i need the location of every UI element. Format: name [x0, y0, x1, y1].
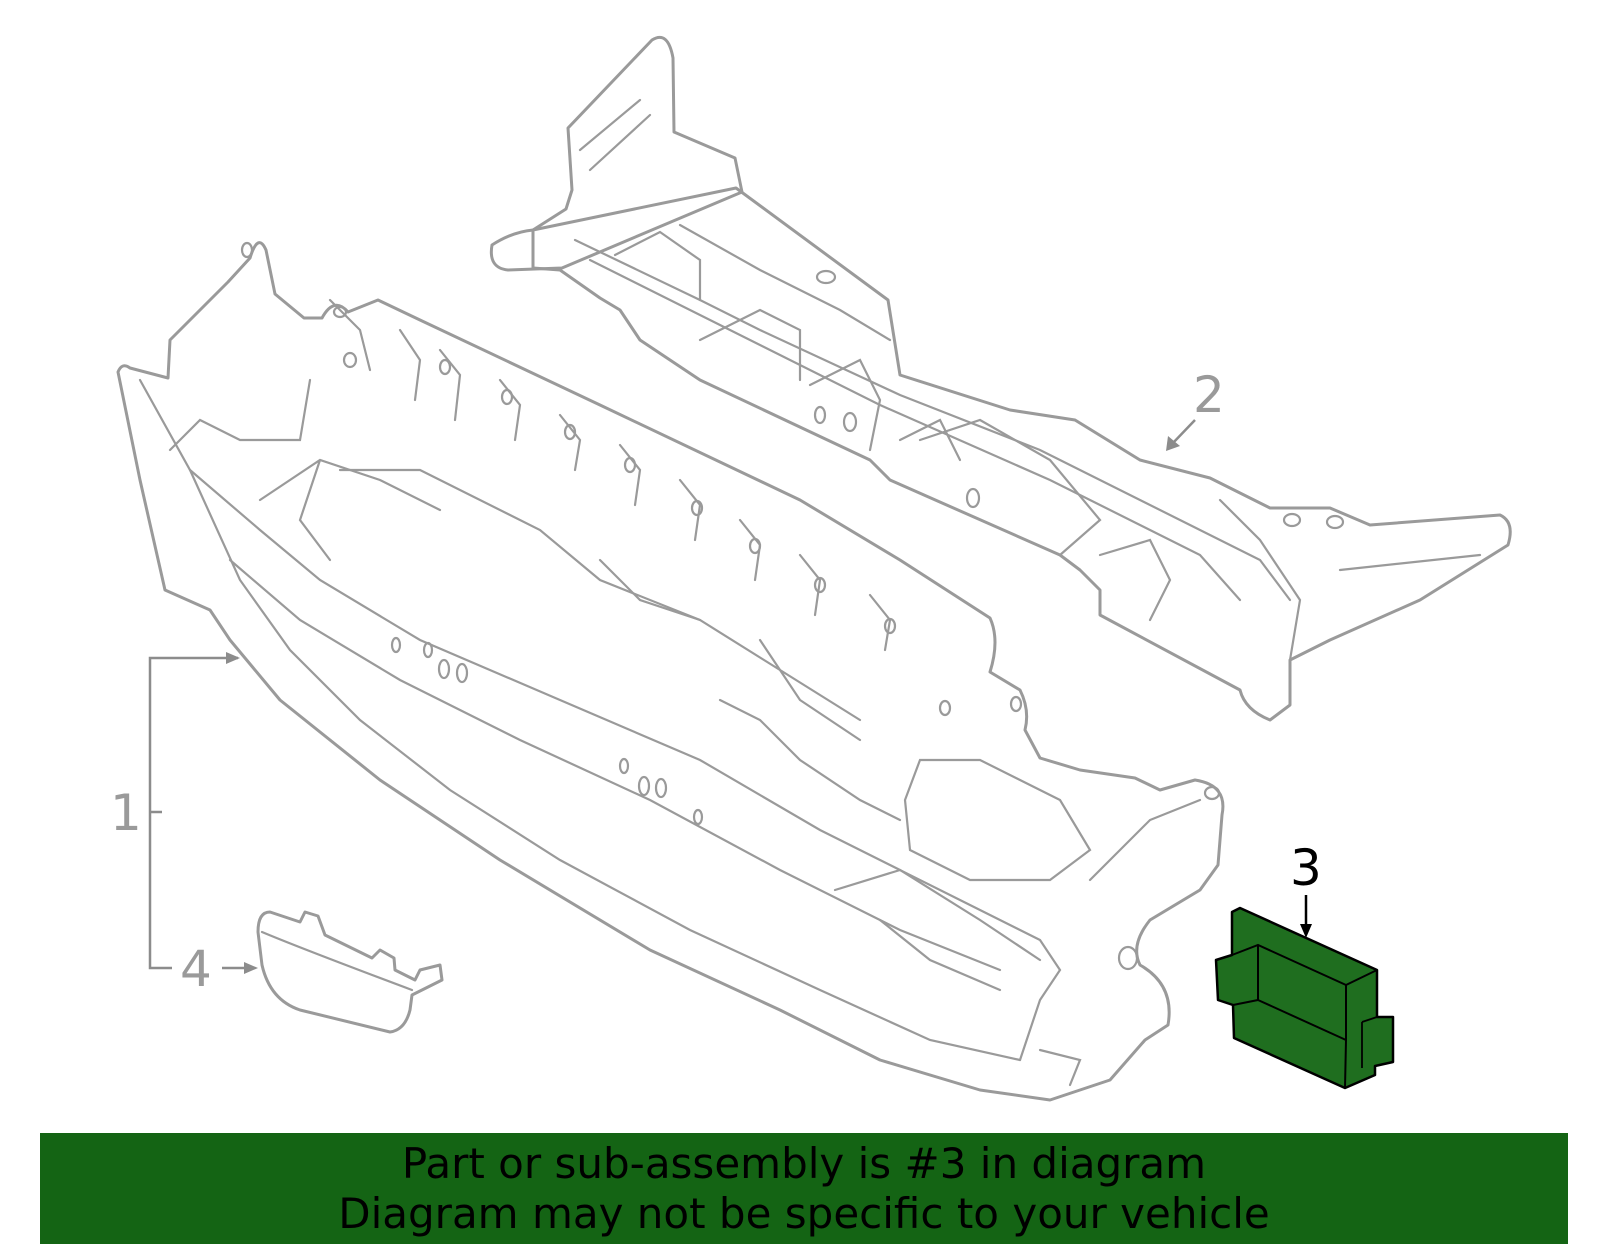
- part-3-module-highlighted: [1214, 906, 1395, 1090]
- callout-1: 1: [110, 784, 142, 842]
- banner-line-2: Diagram may not be specific to your vehi…: [338, 1189, 1270, 1238]
- part-4-cover: [256, 910, 444, 1034]
- leader-4-arrowhead: [244, 962, 258, 974]
- part-2-reinforcement: [489, 35, 1512, 722]
- leader-3-arrowhead: [1300, 924, 1312, 938]
- callouts: 1 2 3 4: [110, 366, 1322, 998]
- leader-1: [148, 656, 238, 970]
- callout-4: 4: [180, 940, 212, 998]
- leader-1-arrowhead: [226, 652, 240, 664]
- callout-3: 3: [1290, 839, 1322, 897]
- leader-lines: [148, 419, 1312, 974]
- leader-2-arrowhead: [1166, 436, 1180, 451]
- callout-2: 2: [1193, 366, 1225, 424]
- part-1-bumper-assembly: [116, 241, 1225, 1102]
- leader-2: [1171, 419, 1196, 445]
- banner-line-1: Part or sub-assembly is #3 in diagram: [401, 1139, 1207, 1188]
- notice-banner: Part or sub-assembly is #3 in diagram Di…: [40, 1133, 1568, 1244]
